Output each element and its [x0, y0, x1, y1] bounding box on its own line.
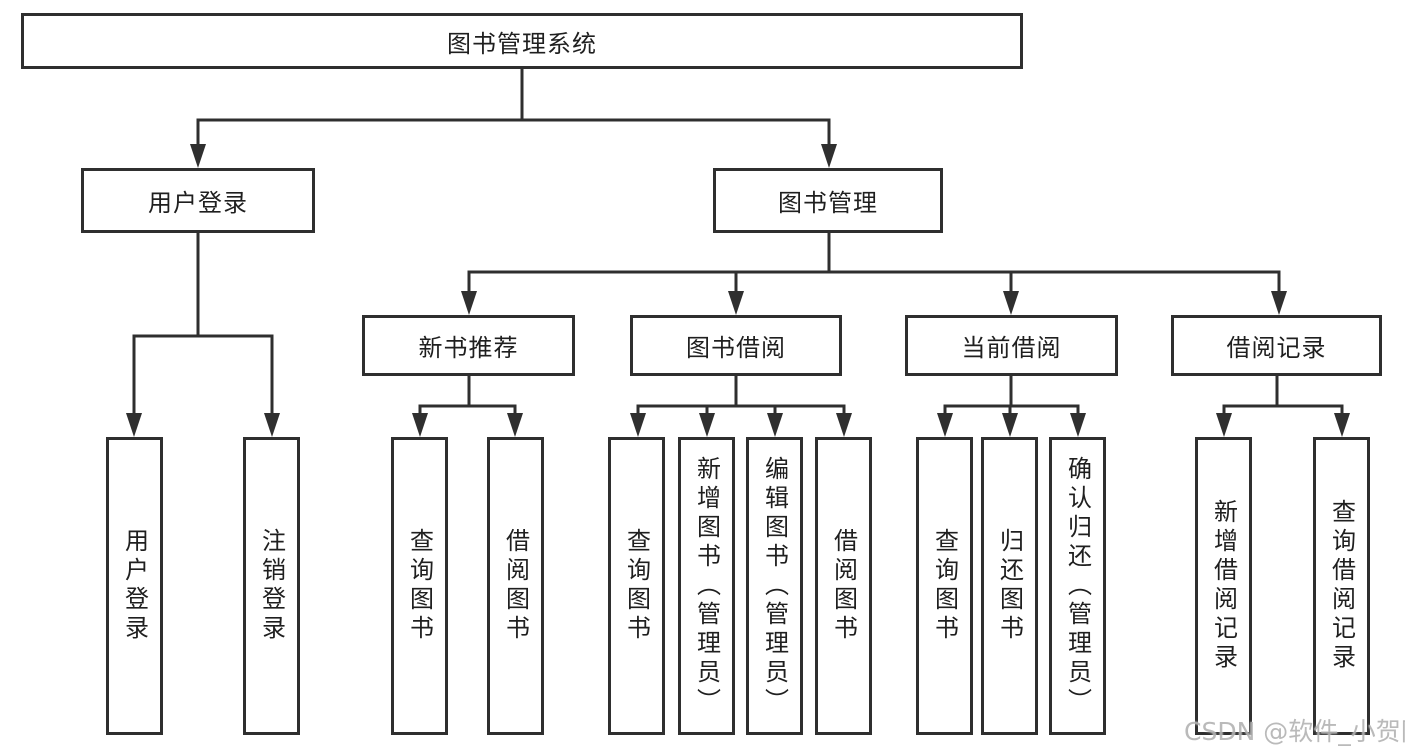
- arrow-icon: [126, 413, 142, 437]
- arrow-icon: [767, 413, 783, 437]
- arrow-icon: [461, 291, 477, 315]
- arrow-icon: [1271, 291, 1287, 315]
- arrow-icon: [507, 413, 523, 437]
- node-book-borrowing: 图书借阅: [630, 315, 842, 376]
- leaf-edit-book-admin-label: 编辑图书（管理员）: [760, 455, 789, 717]
- connector-new-book-to-leaves: [418, 374, 517, 419]
- leaf-query-books-borrowing: 查询图书: [608, 437, 665, 735]
- leaf-query-books-borrowing-label: 查询图书: [622, 528, 651, 644]
- connector-user-login-to-leaves: [132, 231, 274, 419]
- leaf-add-borrow-record: 新增借阅记录: [1195, 437, 1252, 735]
- node-user-login: 用户登录: [81, 168, 315, 233]
- leaf-query-books-recommend: 查询图书: [391, 437, 448, 735]
- node-borrow-records-label: 借阅记录: [1226, 334, 1327, 362]
- node-user-login-label: 用户登录: [148, 189, 248, 217]
- arrow-icon: [1002, 413, 1018, 437]
- arrow-icon: [630, 413, 646, 437]
- node-borrow-records: 借阅记录: [1171, 315, 1382, 376]
- arrow-icon: [728, 291, 744, 315]
- node-current-borrowing: 当前借阅: [905, 315, 1118, 376]
- arrowheads: [126, 144, 1350, 437]
- leaf-add-book-admin-label: 新增图书（管理员）: [692, 455, 721, 717]
- arrow-icon: [836, 413, 852, 437]
- connector-book-borrowing-to-leaves: [636, 374, 846, 419]
- arrow-icon: [190, 144, 206, 168]
- leaf-confirm-return-admin-label: 确认归还（管理员）: [1063, 455, 1092, 717]
- leaf-confirm-return-admin: 确认归还（管理员）: [1049, 437, 1106, 735]
- leaf-add-borrow-record-label: 新增借阅记录: [1209, 499, 1238, 673]
- leaf-query-books-current-label: 查询图书: [930, 528, 959, 644]
- arrow-icon: [1334, 413, 1350, 437]
- leaf-logout-label: 注销登录: [257, 528, 286, 644]
- leaf-return-books-label: 归还图书: [995, 528, 1024, 644]
- node-new-book-recommend-label: 新书推荐: [418, 334, 519, 362]
- connector-current-borrowing-to-leaves: [943, 374, 1080, 419]
- watermark-text: CSDN @软件_小贺同学: [1184, 717, 1405, 746]
- arrow-icon: [412, 413, 428, 437]
- leaf-borrow-books-borrowing: 借阅图书: [815, 437, 872, 735]
- connector-book-management-to-level3: [467, 231, 1281, 297]
- leaf-logout: 注销登录: [243, 437, 300, 735]
- node-root: 图书管理系统: [21, 13, 1023, 69]
- leaf-add-book-admin: 新增图书（管理员）: [678, 437, 735, 735]
- leaf-return-books: 归还图书: [981, 437, 1038, 735]
- leaf-edit-book-admin: 编辑图书（管理员）: [746, 437, 803, 735]
- node-book-management: 图书管理: [713, 168, 943, 233]
- arrow-icon: [699, 413, 715, 437]
- leaf-query-books-recommend-label: 查询图书: [405, 528, 434, 644]
- leaf-user-login: 用户登录: [106, 437, 163, 735]
- leaf-borrow-books-recommend: 借阅图书: [487, 437, 544, 735]
- leaf-query-books-current: 查询图书: [916, 437, 973, 735]
- arrow-icon: [1003, 291, 1019, 315]
- node-current-borrowing-label: 当前借阅: [961, 334, 1062, 362]
- node-new-book-recommend: 新书推荐: [362, 315, 575, 376]
- arrow-icon: [937, 413, 953, 437]
- leaf-user-login-label: 用户登录: [120, 528, 149, 644]
- node-book-borrowing-label: 图书借阅: [686, 334, 786, 362]
- node-root-label: 图书管理系统: [447, 29, 597, 58]
- arrow-icon: [264, 413, 280, 437]
- node-book-management-label: 图书管理: [778, 189, 878, 217]
- leaf-borrow-books-borrowing-label: 借阅图书: [829, 528, 858, 644]
- leaf-query-borrow-record-label: 查询借阅记录: [1327, 499, 1356, 673]
- connector-root-to-level2: [196, 66, 831, 150]
- connector-borrow-records-to-leaves: [1222, 374, 1344, 419]
- arrow-icon: [1216, 413, 1232, 437]
- arrow-icon: [1070, 413, 1086, 437]
- leaf-borrow-books-recommend-label: 借阅图书: [501, 528, 530, 644]
- leaf-query-borrow-record: 查询借阅记录: [1313, 437, 1370, 735]
- arrow-icon: [821, 144, 837, 168]
